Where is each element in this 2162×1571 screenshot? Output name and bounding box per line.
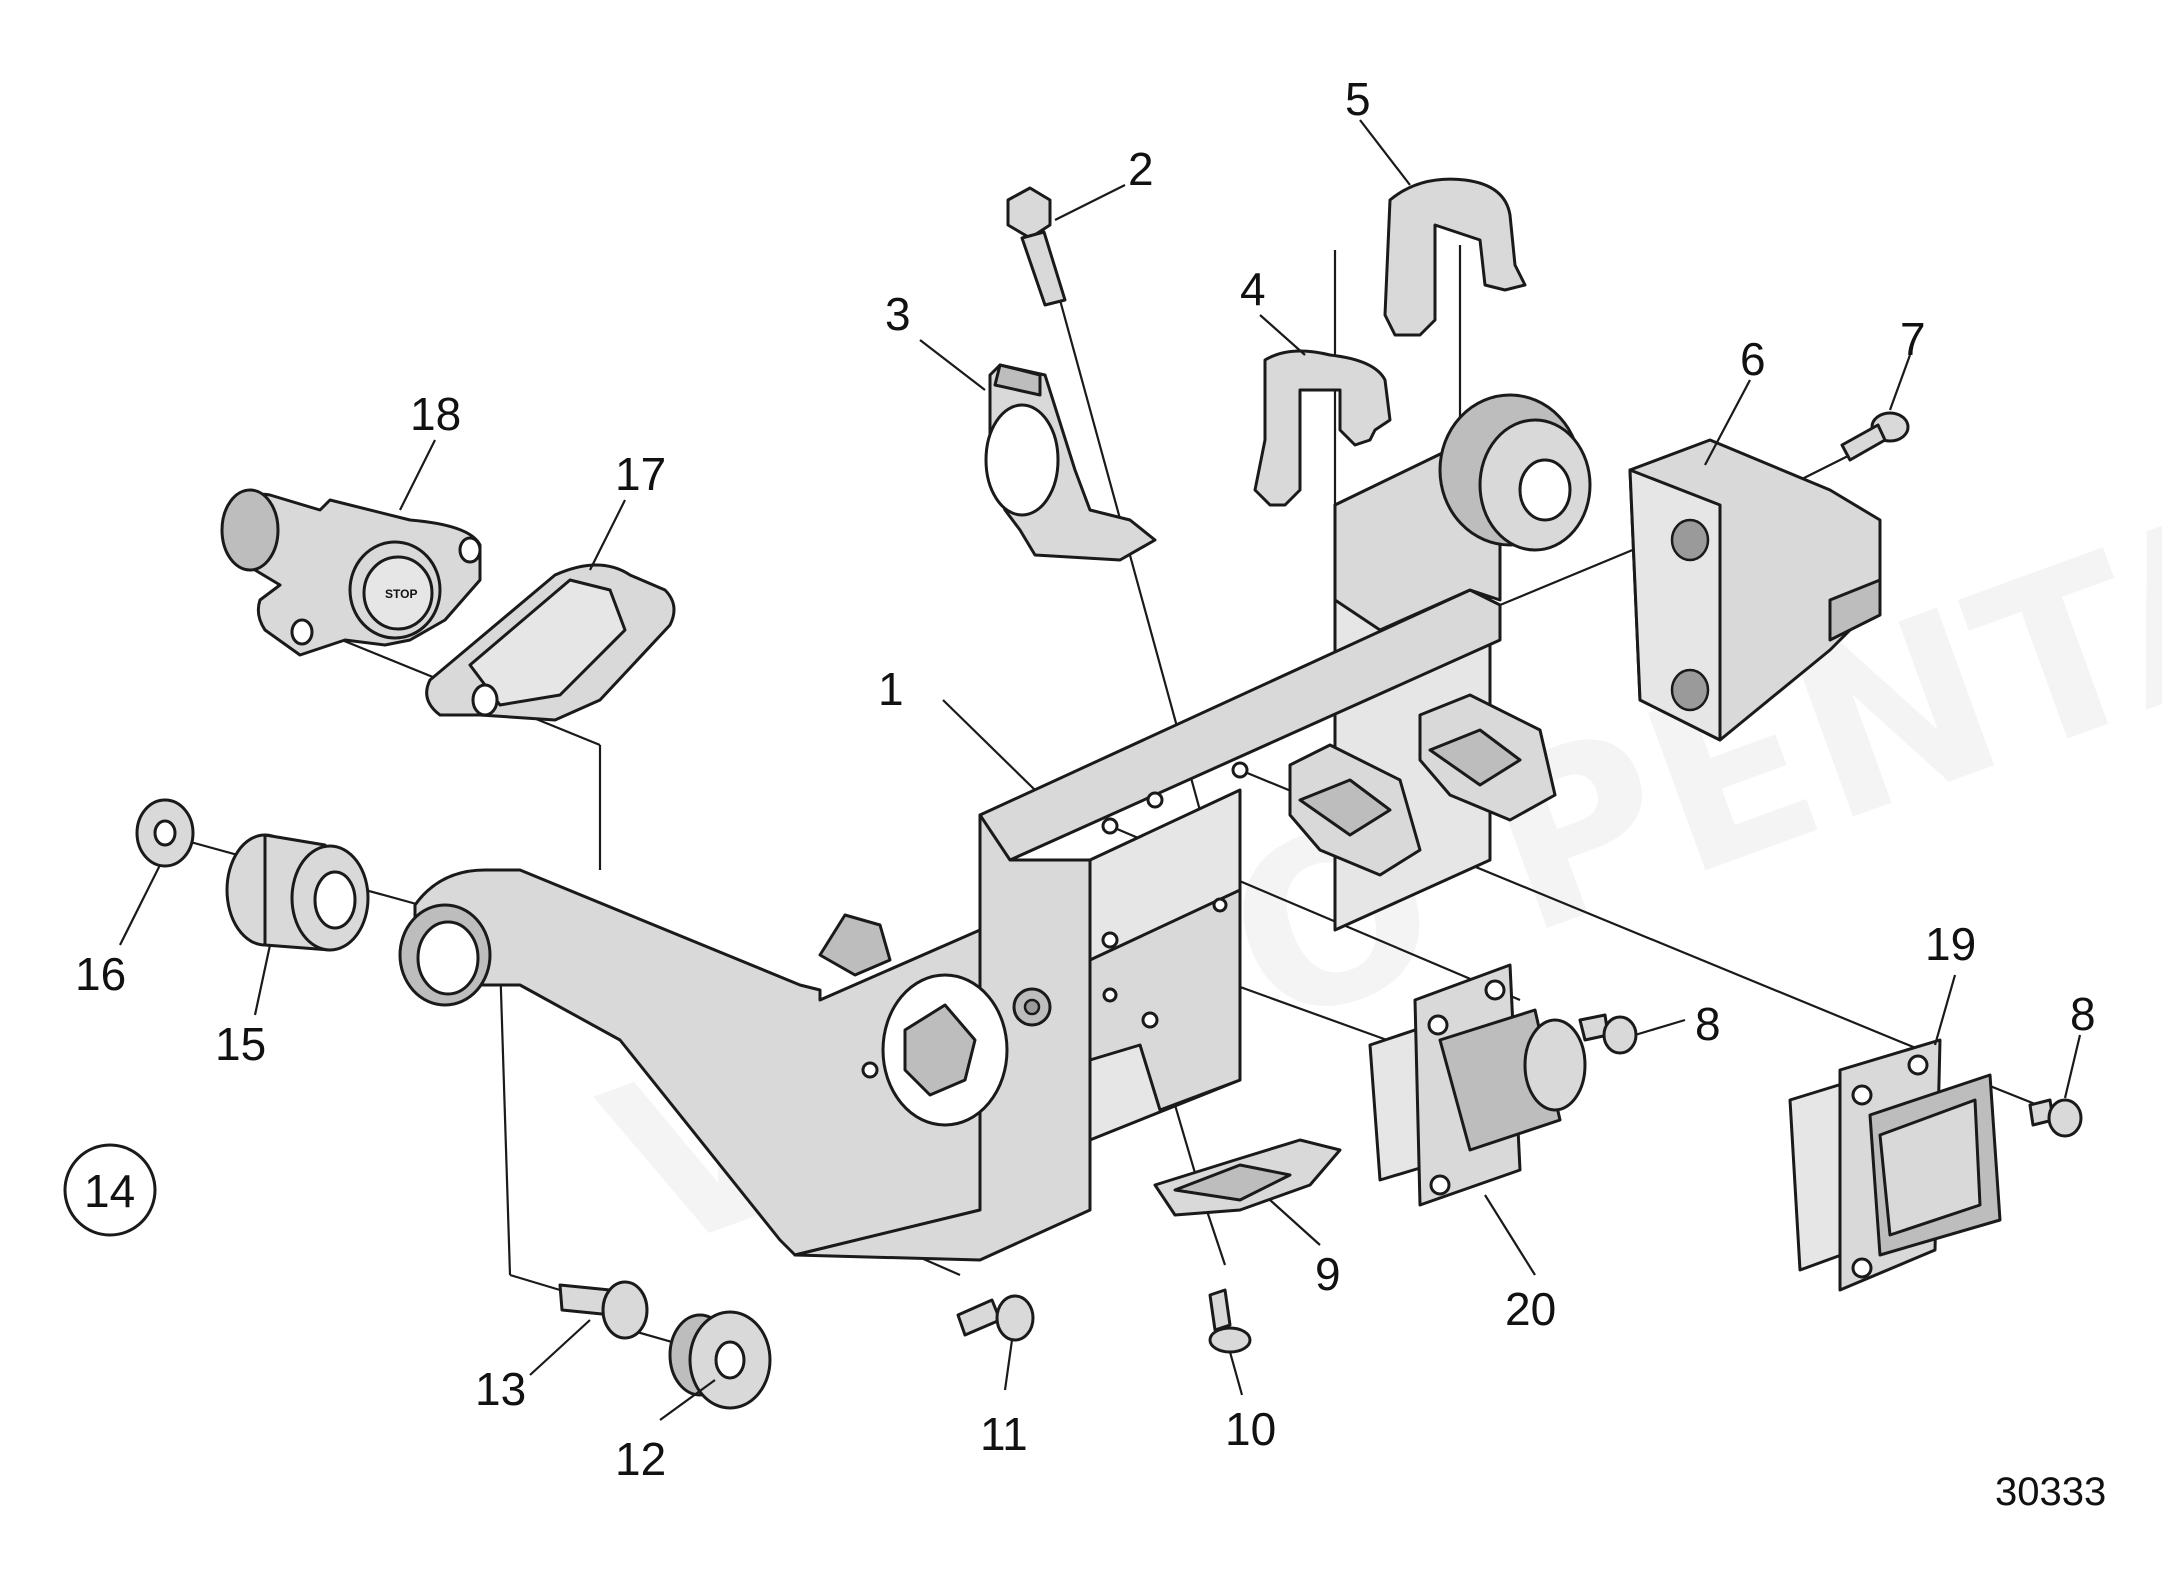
callout-1: 1 [878,663,904,715]
figure-number: 30333 [1995,1470,2106,1514]
callout-7: 7 [1900,313,1926,365]
screw-8b [2028,1098,2083,1138]
lock-clip-5 [1383,177,1527,337]
screw-11 [956,1294,1035,1342]
callout-9: 9 [1315,1248,1341,1300]
callout-17: 17 [615,448,666,500]
callout-8a: 8 [1695,998,1721,1050]
callout-3: 3 [885,288,911,340]
screw-13 [558,1280,649,1340]
connector-socket-20 [1368,963,1587,1207]
clip-9 [1153,1138,1342,1217]
control-box-6 [1628,438,1882,742]
callout-2: 2 [1128,143,1154,195]
callout-labels: 1 2 3 4 5 6 7 8 8 9 10 11 12 13 14 15 16… [63,73,2096,1485]
lock-clip-4 [1253,349,1392,507]
callout-18: 18 [410,388,461,440]
connector-socket-19 [1788,1038,2002,1292]
cover-17 [425,563,676,722]
callout-14-circle [63,1143,157,1237]
callout-leaders [119,119,2082,1421]
callout-6: 6 [1740,333,1766,385]
clamp-3 [984,363,1157,562]
main-bracket [398,393,1592,1262]
callout-20: 20 [1505,1283,1556,1335]
callout-14: 14 [84,1165,135,1217]
callout-16: 16 [75,948,126,1000]
grommet-15 [225,833,370,952]
callout-11: 11 [980,1408,1028,1460]
screw-10 [1208,1288,1252,1354]
callout-19: 19 [1925,918,1976,970]
callout-4: 4 [1240,263,1266,315]
bracket-connectors [1288,693,1557,877]
stop-label: STOP [385,587,417,601]
callout-10: 10 [1225,1403,1276,1455]
screw-7 [1840,411,1910,462]
stop-switch-18: STOP [220,488,482,657]
callout-15: 15 [215,1018,266,1070]
callout-12: 12 [615,1433,666,1485]
washer-16 [135,798,195,868]
bushing-12 [668,1310,772,1410]
callout-5: 5 [1345,73,1371,125]
bolt-2 [1006,186,1067,307]
callout-8b: 8 [2070,988,2096,1040]
callout-13: 13 [475,1363,526,1415]
screw-8a [1578,1013,1638,1055]
